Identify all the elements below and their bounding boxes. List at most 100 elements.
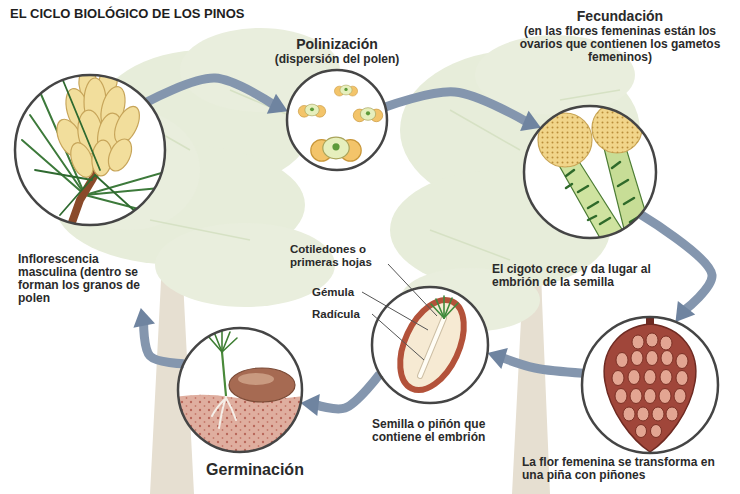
pollen-cone-drawing — [15, 65, 165, 228]
pollen-drawing — [287, 70, 387, 170]
cycle-arrow — [385, 92, 541, 131]
pine-cone-drawing — [644, 389, 656, 404]
background-trees — [150, 220, 250, 240]
pollen-drawing — [305, 104, 319, 116]
pollen-drawing — [332, 143, 339, 150]
stage-label: Polinización — [237, 36, 437, 52]
female-flower-drawing — [566, 184, 572, 188]
cycle-arrow — [487, 348, 583, 373]
female-flower-drawing — [524, 106, 656, 238]
leader-line — [372, 314, 424, 360]
title: EL CICLO BIOLÓGICO DE LOS PINOS — [10, 6, 410, 21]
seed-drawing — [436, 299, 444, 318]
female-flower-drawing — [604, 148, 654, 245]
cycle-arrow — [301, 374, 380, 416]
pine-cone-drawing — [666, 407, 678, 421]
pine-cone-drawing — [631, 351, 643, 366]
pollen-cone-drawing — [15, 75, 165, 225]
node-circle — [285, 68, 389, 172]
stage-label: Germinación — [190, 460, 320, 479]
cycle-arrow — [147, 78, 274, 105]
pine-cone-drawing — [676, 371, 688, 386]
germination-drawing — [212, 400, 224, 416]
part-label: Radícula — [312, 308, 374, 321]
female-flower-drawing — [578, 186, 588, 192]
node-circle — [15, 75, 165, 225]
cycle-arrow — [147, 78, 287, 114]
pine-cone-drawing — [652, 407, 664, 421]
cycle-arrow — [316, 374, 380, 409]
pine-cone-drawing — [628, 370, 640, 385]
background-trees — [430, 230, 510, 260]
arrowhead — [133, 308, 155, 328]
part-label: Cotiledones o primeras hojas — [290, 243, 390, 269]
pollen-drawing — [334, 85, 357, 96]
germination-drawing — [222, 352, 226, 396]
node-circle — [13, 73, 167, 227]
cycle-arrow — [502, 358, 583, 374]
stage-node: Semilla o piñón que contiene el embrión — [370, 285, 490, 444]
stage-node: Polinización(dispersión del polen) — [237, 36, 437, 172]
pollen-drawing — [323, 137, 349, 159]
pine-cone-drawing — [612, 333, 688, 438]
seed-drawing — [420, 318, 444, 376]
pollen-drawing — [311, 137, 361, 161]
step-note: El cigoto crece y da lugar al embrión de… — [492, 263, 680, 289]
pine-cone-drawing — [661, 351, 673, 366]
pollen-cone-drawing — [35, 78, 150, 225]
pine-cone-drawing — [630, 389, 642, 404]
stage-label: Semilla o piñón que contiene el embrión — [372, 418, 490, 444]
pollen-drawing — [298, 104, 325, 117]
node-circle — [524, 106, 656, 238]
female-flower-drawing — [566, 162, 640, 224]
pine-cone-drawing — [615, 389, 627, 404]
seed-drawing — [372, 287, 488, 403]
female-flower-drawing — [612, 162, 620, 168]
female-flower-drawing — [624, 198, 634, 204]
cycle-arrow — [133, 308, 183, 364]
seed-drawing — [431, 296, 458, 318]
pine-cone-drawing — [644, 370, 656, 385]
pollen-cone-drawing — [62, 78, 100, 170]
pine-cone-drawing — [660, 370, 672, 385]
pollen-drawing — [360, 108, 375, 121]
germination-drawing — [214, 332, 222, 352]
stage-node: Germinación — [176, 326, 320, 479]
pine-cone-drawing — [646, 333, 658, 347]
arrowhead — [301, 394, 320, 416]
seed-drawing — [444, 303, 458, 318]
node-circle — [287, 70, 387, 170]
germination-drawing — [222, 338, 237, 352]
pollen-cone-drawing — [35, 170, 92, 180]
stage-node: Fecundación(en las flores femeninas está… — [505, 8, 735, 240]
stage-node: La flor femenina se transforma en una pi… — [522, 315, 734, 482]
cycle-arrow — [144, 323, 184, 364]
pine-cone-drawing — [636, 425, 647, 438]
node-circle — [522, 104, 658, 240]
seed-drawing — [387, 290, 477, 400]
stage-label: Fecundación — [505, 8, 735, 24]
cycle-arrow — [385, 92, 527, 122]
pollen-drawing — [310, 107, 314, 111]
cycle-arrow — [641, 214, 712, 310]
pine-cone-drawing — [582, 317, 718, 453]
pollen-cone-drawing — [104, 135, 136, 174]
pine-cone-drawing — [616, 353, 628, 368]
stage-note: (en las flores femeninas están los ovari… — [505, 25, 735, 64]
germination-drawing — [208, 336, 222, 352]
germination-drawing — [212, 396, 236, 428]
part-label: Gémula — [312, 286, 372, 299]
pollen-cone-drawing — [52, 65, 145, 181]
pollen-drawing — [340, 85, 352, 95]
pine-cone-drawing — [651, 425, 662, 438]
stage-node: Inflorescencia masculina (dentro se form… — [13, 73, 167, 305]
pollen-cone-drawing — [85, 195, 150, 212]
stage-label: La flor femenina se transforma en una pi… — [522, 456, 734, 482]
pollen-cone-drawing — [60, 175, 95, 215]
female-flower-drawing — [566, 170, 574, 176]
node-circle — [178, 328, 302, 452]
pine-cone-drawing — [646, 351, 658, 366]
node-circle — [370, 285, 490, 405]
arrowhead — [487, 348, 507, 369]
